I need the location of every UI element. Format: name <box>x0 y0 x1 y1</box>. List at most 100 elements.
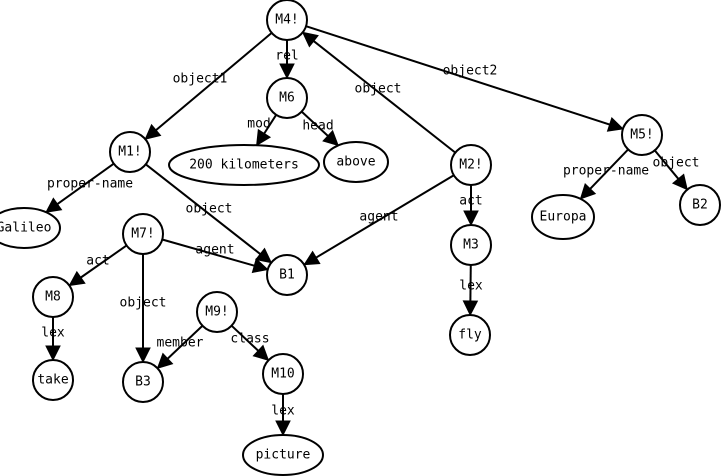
edge-m7-to-b3 <box>135 254 151 364</box>
node-circle <box>262 353 304 395</box>
edge-line <box>653 149 680 180</box>
arrowhead-icon <box>45 345 61 362</box>
node-m6: M6 <box>266 77 308 119</box>
edge-label-object: object <box>186 202 233 217</box>
node-circle <box>122 361 164 403</box>
arrowhead-icon <box>301 31 319 48</box>
edges-layer <box>45 25 688 437</box>
edge-m2-to-b1 <box>303 174 455 266</box>
node-label: 200 kilometers <box>189 158 299 173</box>
node-label: fly <box>458 328 482 343</box>
edge-label-object: object <box>653 156 700 171</box>
node-fly: fly <box>449 314 491 356</box>
node-ellipse <box>242 434 324 476</box>
node-circle <box>449 314 491 356</box>
arrowhead-icon <box>462 300 479 317</box>
node-label: M7! <box>131 227 154 242</box>
edge-label-member: member <box>157 336 204 351</box>
node-m3: M3 <box>450 224 492 266</box>
edge-m1-to-b1 <box>145 163 273 264</box>
edge-label-agent: agent <box>359 210 398 225</box>
edge-label-object: object <box>355 82 402 97</box>
edge-label-lex: lex <box>459 279 483 294</box>
arrowhead-icon <box>255 247 273 264</box>
edge-label-act: act <box>86 254 109 269</box>
node-circle <box>450 144 492 186</box>
edge-line <box>313 40 456 154</box>
edge-m1-to-galileo <box>45 162 115 213</box>
arrowhead-icon <box>579 182 597 200</box>
edge-m4-to-m1 <box>144 32 273 140</box>
edge-m4-to-m5 <box>305 25 625 132</box>
node-200-kilometers: 200 kilometers <box>168 144 320 186</box>
node-label: picture <box>256 448 311 463</box>
arrowhead-icon <box>252 344 270 362</box>
node-circle <box>32 359 74 401</box>
edge-m7-to-b1 <box>161 238 269 274</box>
node-ellipse <box>531 194 595 240</box>
node-ellipse <box>323 141 389 183</box>
node-label: M2! <box>459 158 482 173</box>
edge-label-proper-name: proper-name <box>47 177 133 192</box>
edge-m7-to-m8 <box>68 244 128 287</box>
node-m5: M5! <box>621 114 663 156</box>
node-m7: M7! <box>122 213 164 255</box>
node-label: M9! <box>205 305 228 320</box>
node-label: Galileo <box>0 221 51 236</box>
node-b1: B1 <box>266 254 308 296</box>
node-label: take <box>37 373 68 388</box>
edge-m9-to-b3 <box>156 325 204 370</box>
arrowhead-icon <box>279 63 295 80</box>
edge-m5-to-europa <box>579 148 629 200</box>
node-europa: Europa <box>531 194 595 240</box>
node-m1: M1! <box>109 131 151 173</box>
node-circle <box>679 184 721 226</box>
edge-line <box>305 25 610 126</box>
node-circle <box>109 131 151 173</box>
node-circle <box>266 254 308 296</box>
edge-label-class: class <box>230 332 269 347</box>
node-circle <box>122 213 164 255</box>
edge-line <box>145 163 261 255</box>
edge-m5-to-b2 <box>653 149 688 191</box>
edge-label-object: object <box>120 296 167 311</box>
node-circle <box>32 276 74 318</box>
node-circle <box>450 224 492 266</box>
node-circle <box>266 77 308 119</box>
node-circle <box>266 0 308 41</box>
edge-label-mod: mod <box>247 117 270 132</box>
arrowhead-icon <box>156 352 174 370</box>
edge-line <box>589 148 629 190</box>
edge-m2-to-m3 <box>463 185 479 227</box>
arrowhead-icon <box>275 420 291 437</box>
edge-label-rel: rel <box>275 49 298 64</box>
edge-line <box>80 244 128 279</box>
node-label: Europa <box>540 210 587 225</box>
edge-m9-to-m10 <box>230 324 270 362</box>
arrowhead-icon <box>671 173 688 191</box>
edge-label-lex: lex <box>271 404 295 419</box>
edge-line <box>263 114 278 135</box>
arrowhead-icon <box>303 250 321 266</box>
edge-label-lex: lex <box>41 326 65 341</box>
edge-m6-to-200-kilometers <box>256 114 278 147</box>
node-b2: B2 <box>679 184 721 226</box>
arrowhead-icon <box>68 270 86 287</box>
edge-label-proper-name: proper-name <box>563 164 649 179</box>
node-galileo: Galileo <box>0 207 61 249</box>
node-m8: M8 <box>32 276 74 318</box>
node-label: M1! <box>118 145 141 160</box>
node-m4: M4! <box>266 0 308 41</box>
node-label: above <box>336 155 375 170</box>
edge-m10-to-picture <box>275 394 291 437</box>
node-label: M10 <box>271 367 294 382</box>
node-take: take <box>32 359 74 401</box>
edge-line <box>300 110 329 137</box>
edge-label-agent: agent <box>195 243 234 258</box>
node-m9: M9! <box>196 291 238 333</box>
edge-label-act: act <box>459 194 482 209</box>
node-ellipse <box>0 207 61 249</box>
